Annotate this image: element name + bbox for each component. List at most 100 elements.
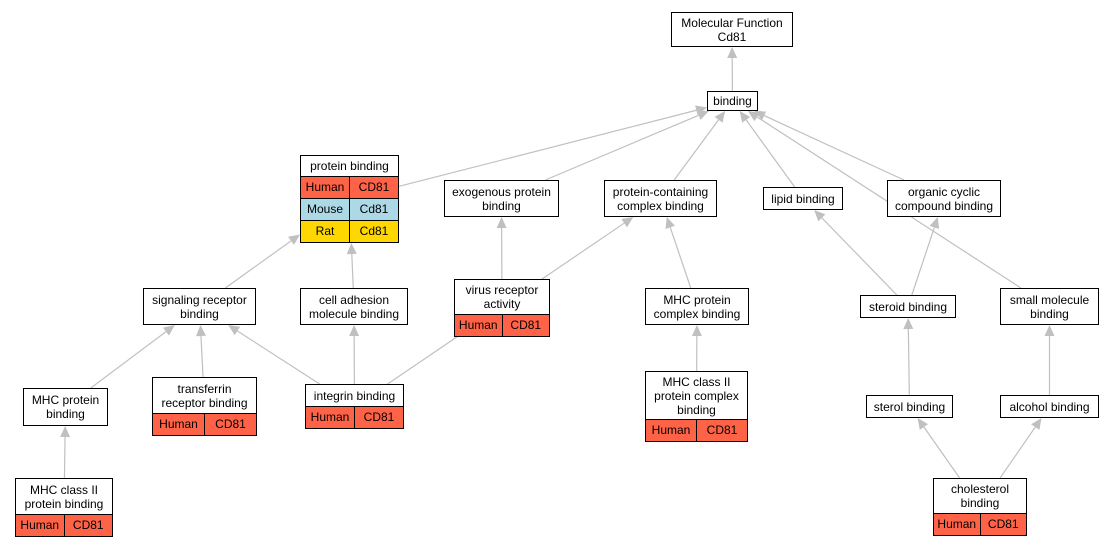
- node-binding[interactable]: binding: [707, 91, 758, 111]
- node-signaling-receptor-binding[interactable]: signaling receptor binding: [143, 288, 256, 325]
- edge-signaling-receptor-binding-to-protein-binding: [224, 240, 292, 289]
- node-label: Molecular Function Cd81: [681, 15, 783, 44]
- edge-arrowhead: [496, 217, 507, 228]
- node-label: protein binding: [310, 159, 389, 173]
- annotation-species: Human: [937, 517, 977, 531]
- edge-arrowhead: [1031, 418, 1042, 430]
- node-label: virus receptor activity: [465, 283, 539, 311]
- annotation-species: Rat: [315, 224, 335, 238]
- node-mhc-protein-binding[interactable]: MHC protein binding: [23, 388, 108, 426]
- annotation-species: Human: [305, 180, 345, 194]
- edge-arrowhead: [288, 234, 300, 245]
- node-mhc-protein-complex-binding[interactable]: MHC protein complex binding: [645, 288, 749, 325]
- edge-cholesterol-binding-to-sterol-binding: [923, 426, 961, 479]
- annotation-gene: CD81: [349, 177, 398, 198]
- node-cell-adhesion-molecule-binding[interactable]: cell adhesion molecule binding: [300, 288, 408, 325]
- edge-arrowhead: [346, 243, 357, 255]
- node-label: steroid binding: [868, 299, 948, 314]
- edge-protein-containing-complex-binding-to-binding: [673, 119, 720, 181]
- edge-mhc-protein-binding-to-signaling-receptor-binding: [90, 331, 167, 389]
- node-label: small molecule binding: [1009, 292, 1090, 321]
- node-label: MHC class II protein complex binding: [654, 374, 739, 417]
- edge-sterol-binding-to-steroid-binding: [907, 328, 910, 396]
- edge-mhc-class-ii-protein-binding-to-mhc-protein-binding: [63, 436, 66, 479]
- edge-cell-adhesion-molecule-binding-to-protein-binding: [351, 253, 354, 289]
- node-label: binding: [713, 94, 752, 108]
- node-steroid-binding[interactable]: steroid binding: [860, 295, 956, 318]
- annotation-gene: CD81: [354, 407, 403, 428]
- edge-organic-cyclic-compound-binding-to-binding: [763, 115, 905, 181]
- node-protein-containing-complex-binding[interactable]: protein-containing complex binding: [604, 180, 717, 217]
- node-label: lipid binding: [771, 191, 835, 206]
- annotation-species: Human: [159, 417, 198, 431]
- edge-arrowhead: [917, 418, 928, 430]
- edge-arrowhead: [714, 111, 726, 123]
- node-alcohol-binding[interactable]: alcohol binding: [1000, 395, 1099, 418]
- edge-arrowhead: [739, 111, 751, 123]
- edge-arrowhead: [696, 110, 709, 120]
- node-label: sterol binding: [873, 399, 946, 414]
- annotation-species: Human: [20, 518, 60, 532]
- node-lipid-binding[interactable]: lipid binding: [763, 187, 843, 210]
- node-label: exogenous protein binding: [452, 184, 551, 213]
- annotation-row: Human CD81: [301, 176, 398, 198]
- edge-arrowhead: [1044, 325, 1055, 336]
- node-label: cholesterol binding: [950, 482, 1010, 510]
- edge-arrowhead: [691, 325, 702, 336]
- node-label: MHC protein binding: [31, 393, 100, 421]
- edge-arrowhead: [665, 217, 675, 229]
- edge-protein-binding-to-binding: [398, 109, 697, 187]
- edge-steroid-binding-to-lipid-binding: [821, 217, 898, 296]
- node-label: cell adhesion molecule binding: [308, 292, 400, 321]
- node-label: alcohol binding: [1009, 399, 1090, 414]
- annotation-gene: CD81: [63, 515, 113, 536]
- annotation-species: Human: [651, 423, 691, 437]
- edge-arrowhead: [228, 325, 241, 336]
- annotation-row: Rat Cd81: [301, 220, 398, 242]
- annotation-row: Human CD81: [646, 419, 747, 441]
- edge-cholesterol-binding-to-alcohol-binding: [999, 426, 1036, 479]
- node-mf-root[interactable]: Molecular Function Cd81: [671, 12, 793, 47]
- annotation-species: Human: [458, 318, 498, 332]
- annotation-gene: Cd81: [349, 221, 398, 242]
- annotation-gene: CD81: [696, 420, 747, 441]
- node-label: MHC protein complex binding: [653, 292, 741, 321]
- node-organic-cyclic-compound-binding[interactable]: organic cyclic compound binding: [887, 180, 1001, 217]
- edge-arrowhead: [349, 325, 360, 336]
- annotation-row: Human CD81: [306, 406, 403, 428]
- edge-exogenous-protein-binding-to-binding: [545, 114, 699, 181]
- edge-integrin-binding-to-signaling-receptor-binding: [237, 330, 320, 385]
- edge-mhc-protein-complex-binding-to-protein-containing-complex-binding: [669, 227, 692, 289]
- edge-steroid-binding-to-organic-cyclic-compound-binding: [911, 227, 935, 296]
- node-label: signaling receptor binding: [152, 292, 247, 321]
- node-label: protein-containing complex binding: [612, 184, 709, 213]
- node-small-molecule-binding[interactable]: small molecule binding: [1000, 288, 1099, 325]
- edge-lipid-binding-to-binding: [745, 119, 796, 188]
- node-sterol-binding[interactable]: sterol binding: [866, 395, 953, 418]
- edge-arrowhead: [747, 111, 760, 122]
- edge-arrowhead: [621, 217, 634, 228]
- edge-arrowhead: [60, 426, 71, 438]
- edge-arrowhead: [929, 217, 940, 229]
- edge-arrowhead: [163, 325, 175, 336]
- annotation-gene: CD81: [979, 514, 1027, 535]
- node-exogenous-protein-binding[interactable]: exogenous protein binding: [444, 180, 559, 217]
- edge-arrowhead: [196, 325, 206, 337]
- edge-arrowhead: [903, 318, 914, 330]
- annotation-species: Human: [310, 410, 350, 424]
- annotation-gene: CD81: [501, 315, 550, 336]
- node-label: integrin binding: [313, 388, 396, 403]
